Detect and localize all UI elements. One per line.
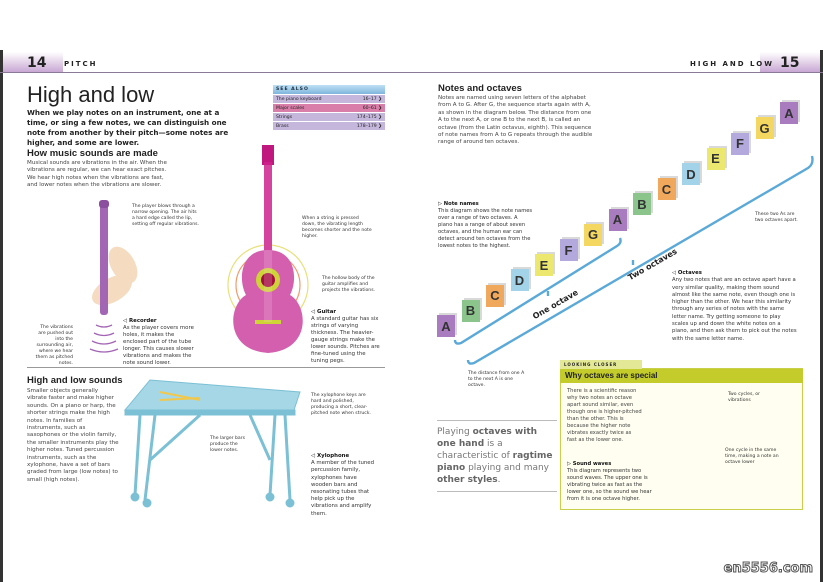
recorder-illustration — [89, 200, 138, 353]
see-also-link[interactable]: Major scales 60–61 ❯ — [273, 103, 385, 112]
recorder-title: ◁ Recorder — [123, 318, 157, 324]
note-block-b: B — [461, 299, 480, 322]
high-low-body: Smaller objects generally vibrate faster… — [27, 388, 119, 483]
xylophone-caption-keys: The xylophone keys are hard and polished… — [311, 393, 371, 416]
link-pages: 178–179 ❯ — [356, 123, 382, 129]
looking-closer-tab: LOOKING CLOSER — [560, 360, 642, 369]
quote-text: . — [497, 475, 501, 485]
link-pages: 60–61 ❯ — [362, 105, 382, 111]
xylophone-caption-bars: The larger bars produce the lower notes. — [210, 436, 246, 453]
sound-waves-title: ▷ Sound waves — [567, 461, 612, 467]
two-cycles-caption: Two cycles, or vibrations — [728, 392, 760, 403]
octaves-body: Any two notes that are an octave apart h… — [672, 277, 797, 342]
page-edge-right — [820, 50, 823, 582]
note-block-a: A — [780, 102, 798, 125]
note-block-g: G — [584, 223, 602, 246]
header-rule — [0, 72, 823, 73]
link-label: Major scales — [276, 105, 305, 111]
guitar-title: ◁ Guitar — [311, 309, 337, 315]
note-names-body: This diagram shows the note names over a… — [438, 208, 533, 249]
looking-closer-box — [560, 368, 803, 510]
left-page-tab — [3, 52, 63, 72]
how-sounds-body: Musical sounds are vibrations in the air… — [27, 160, 167, 189]
quote-text: playing and many — [465, 463, 550, 473]
recorder-body: As the player covers more holes, it make… — [123, 325, 194, 366]
page-number-left: 14 — [27, 55, 47, 71]
link-label: Brass — [276, 123, 289, 129]
see-also-link[interactable]: The piano keyboard 16–17 ❯ — [273, 94, 385, 103]
pull-quote: Playing octaves with one hand is a chara… — [437, 420, 557, 492]
note-block-a: A — [608, 208, 627, 231]
note-block-b: B — [633, 193, 651, 216]
page-number-right: 15 — [780, 55, 800, 71]
running-head-right: HIGH AND LOW — [690, 60, 774, 68]
one-octave-caption: The distance from one A to the next A is… — [468, 371, 525, 388]
octaves-title: ◁ Octaves — [672, 270, 702, 276]
recorder-caption-left: The vibrations are pushed out into the s… — [35, 325, 73, 366]
see-also-link[interactable]: Brass 178–179 ❯ — [273, 121, 385, 130]
see-also-link[interactable]: Strings 174–175 ❯ — [273, 112, 385, 121]
note-block-g: G — [755, 117, 774, 140]
guitar-body: A standard guitar has six strings of var… — [311, 316, 380, 364]
sound-waves-body: This diagram represents two sound waves.… — [567, 468, 652, 502]
quote-bold: ragtime piano — [437, 451, 553, 473]
two-octaves-caption: These two As are two octaves apart. — [755, 212, 798, 223]
looking-closer-title: Why octaves are special — [560, 369, 803, 383]
notes-octaves-body: Notes are named using seven letters of t… — [438, 95, 593, 146]
see-also-box: SEE ALSO The piano keyboard 16–17 ❯ Major… — [273, 85, 385, 130]
quote-bold: octaves with one hand — [437, 427, 538, 449]
quote-text: is a characteristic of — [437, 439, 513, 461]
note-block-f: F — [731, 132, 749, 155]
section-divider — [27, 367, 385, 368]
recorder-caption-top: The player blows through a narrow openin… — [132, 204, 199, 227]
quote-text: Playing — [437, 427, 473, 437]
quote-bold: other styles — [437, 475, 498, 485]
link-pages: 174–175 ❯ — [356, 114, 382, 120]
xylophone-body: A member of the tuned percussion family,… — [311, 460, 375, 517]
guitar-caption-body: The hollow body of the guitar amplifies … — [322, 276, 376, 293]
link-label: The piano keyboard — [276, 96, 322, 102]
running-head-left: PITCH — [64, 60, 98, 68]
note-block-d: D — [510, 269, 529, 292]
intro-text: When we play notes on an instrument, one… — [27, 108, 229, 147]
xylophone-title: ◁ Xylophone — [311, 453, 350, 459]
guitar-illustration — [227, 145, 309, 353]
xylophone-illustration — [123, 379, 301, 508]
watermark: en5556.com — [723, 561, 813, 577]
page-edge-left — [0, 50, 3, 582]
note-names-title: ▷ Note names — [438, 201, 479, 207]
one-cycle-caption: One cycle in the same time, making a not… — [725, 448, 779, 465]
note-block-a: A — [437, 315, 455, 337]
note-block-c: C — [657, 178, 676, 201]
note-block-c: C — [486, 284, 504, 307]
page-title: High and low — [27, 82, 155, 107]
how-sounds-heading: How music sounds are made — [27, 148, 158, 159]
link-pages: 16–17 ❯ — [362, 96, 382, 102]
octave-brackets — [453, 155, 814, 365]
note-block-f: F — [559, 239, 578, 261]
note-block-e: E — [535, 254, 553, 277]
link-label: Strings — [276, 114, 293, 120]
see-also-title: SEE ALSO — [273, 85, 385, 94]
guitar-caption-neck: When a string is pressed down, the vibra… — [302, 216, 372, 239]
looking-closer-body: There is a scientific reason why two not… — [567, 388, 642, 443]
note-block-d: D — [682, 163, 700, 185]
right-page-tab — [760, 52, 820, 72]
note-block-e: E — [706, 147, 725, 170]
notes-octaves-heading: Notes and octaves — [438, 83, 522, 94]
high-low-heading: High and low sounds — [27, 375, 123, 386]
